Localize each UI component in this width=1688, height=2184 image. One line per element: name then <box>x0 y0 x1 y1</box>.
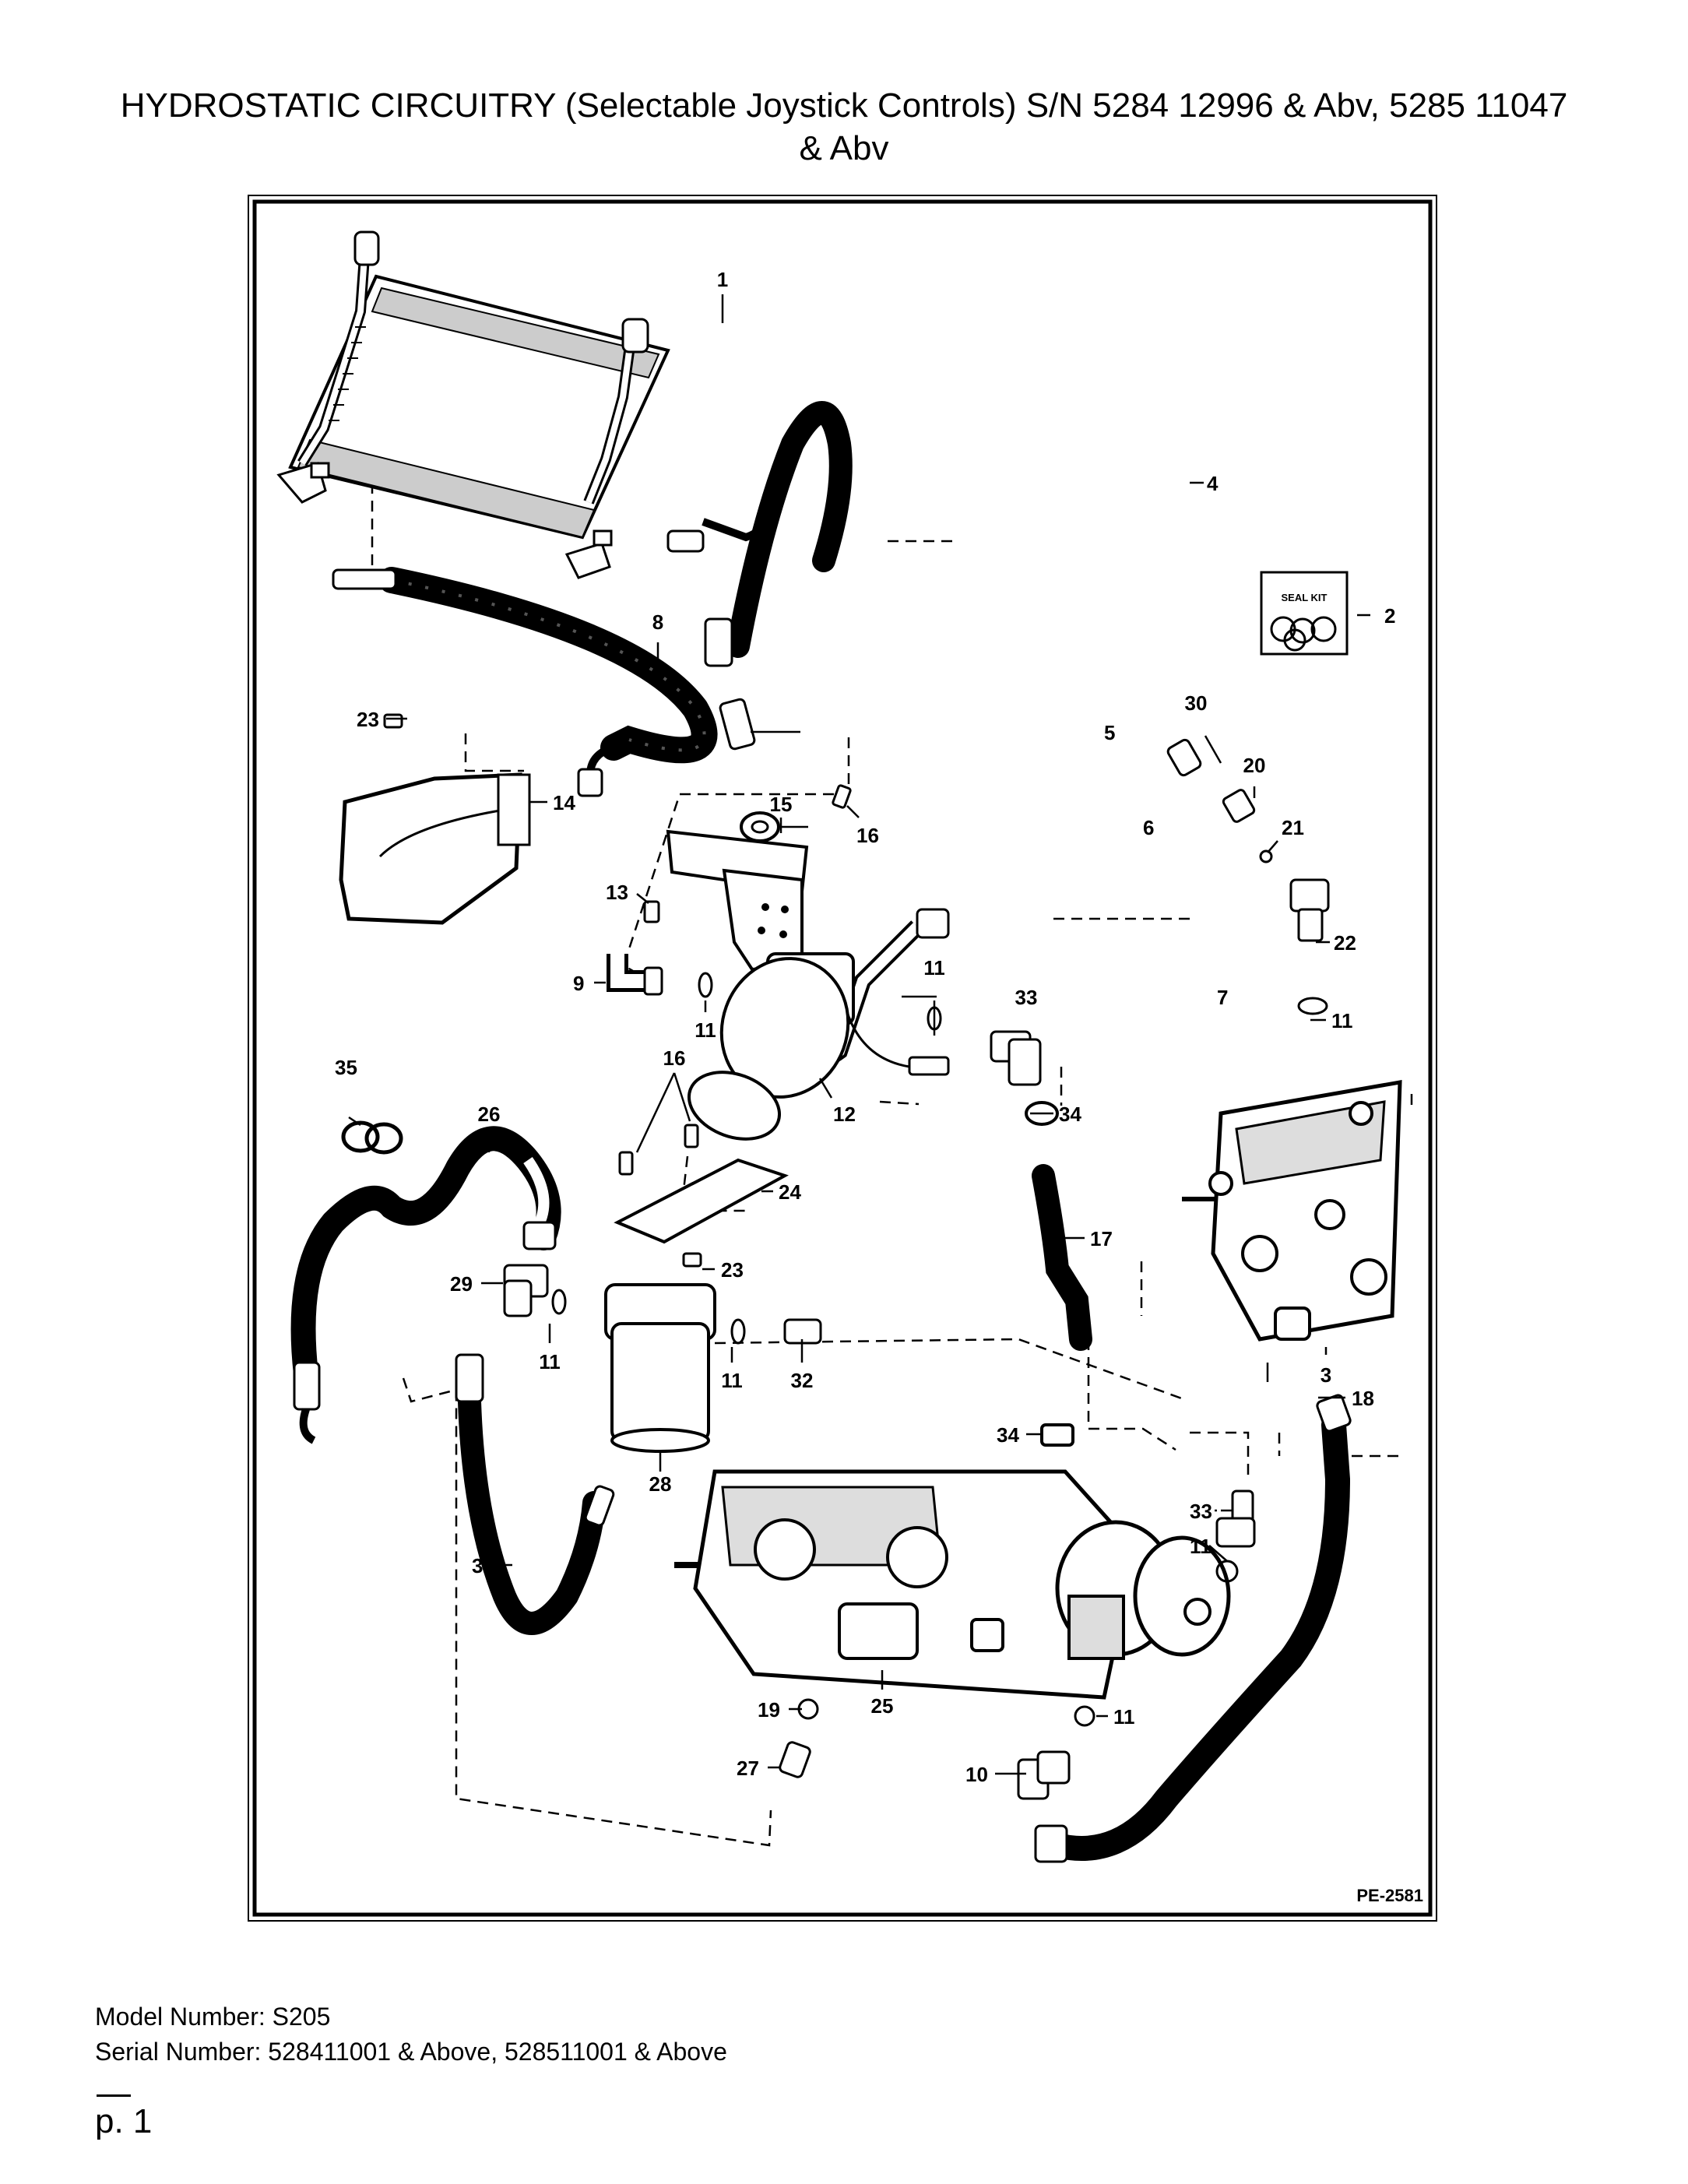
callout-8: 8 <box>652 610 663 634</box>
callout-20: 20 <box>1243 754 1266 777</box>
callout-11-g: 11 <box>1113 1705 1135 1729</box>
callout-22: 22 <box>1334 931 1356 955</box>
oil-cooler-part <box>276 230 670 579</box>
filter-part-28 <box>503 1264 822 1453</box>
callout-16-a: 16 <box>856 824 879 847</box>
callout-25: 25 <box>871 1694 894 1718</box>
callout-17: 17 <box>1090 1227 1113 1250</box>
callout-11-b: 11 <box>923 956 945 979</box>
callout-29: 29 <box>450 1272 473 1296</box>
callout-30: 30 <box>1185 691 1208 715</box>
callout-34-b: 34 <box>997 1423 1019 1447</box>
seal-kit-label: SEAL KIT <box>1282 592 1328 603</box>
page-number: p. 1 <box>95 2102 153 2140</box>
callout-21: 21 <box>1282 816 1304 839</box>
filter-part-12 <box>687 952 950 1141</box>
fittings-5-6 <box>719 698 780 842</box>
diagram-reference-code: PE-2581 <box>1356 1886 1423 1905</box>
callout-19: 19 <box>758 1698 780 1722</box>
callout-12: 12 <box>833 1103 856 1126</box>
footer: Model Number: S205 Serial Number: 528411… <box>95 1999 727 2070</box>
plate-part-24 <box>614 1124 789 1268</box>
callout-33-a: 33 <box>1015 986 1038 1009</box>
serial-number: Serial Number: 528411001 & Above, 528511… <box>95 2038 727 2066</box>
fittings-19-27 <box>779 1698 819 1778</box>
parts-diagram: SEAL KIT <box>248 195 1437 1922</box>
elbow-part-9 <box>607 954 713 998</box>
callout-35: 35 <box>335 1056 357 1079</box>
callout-9: 9 <box>573 972 584 995</box>
clamps-part-35 <box>341 1120 403 1155</box>
callout-13: 13 <box>606 881 628 904</box>
page-title: HYDROSTATIC CIRCUITRY (Selectable Joysti… <box>120 86 1568 167</box>
callout-23-a: 23 <box>357 708 379 731</box>
callout-labels: 1 2 3 4 5 6 7 8 9 10 11 11 11 11 11 11 1… <box>335 268 1395 1786</box>
callout-5: 5 <box>1104 721 1115 744</box>
callout-2: 2 <box>1384 604 1395 628</box>
callout-11-a: 11 <box>695 1018 716 1042</box>
callout-11-e: 11 <box>721 1369 743 1392</box>
hose-part-18 <box>1017 1394 1352 1863</box>
shield-part-14 <box>339 713 531 925</box>
hose-part-8 <box>332 567 718 797</box>
callout-32: 32 <box>791 1369 814 1392</box>
control-valve-part-3 <box>1182 1080 1402 1342</box>
callout-24: 24 <box>779 1180 801 1204</box>
fittings-20-22-30 <box>1166 738 1330 1015</box>
callout-11-f: 11 <box>1190 1535 1211 1558</box>
callout-28: 28 <box>649 1472 672 1496</box>
callout-10: 10 <box>965 1763 988 1786</box>
callout-31: 31 <box>472 1554 494 1577</box>
seal-kit-part: SEAL KIT <box>1260 571 1349 656</box>
bracket-part-15 <box>643 784 852 972</box>
callout-4: 4 <box>1207 472 1219 495</box>
callout-18: 18 <box>1352 1387 1374 1410</box>
connection-lines <box>371 483 1413 1847</box>
callout-15: 15 <box>770 793 793 816</box>
callout-16-b: 16 <box>663 1046 686 1070</box>
callout-27: 27 <box>737 1757 759 1780</box>
callout-14: 14 <box>553 791 575 814</box>
callout-11-c: 11 <box>1331 1009 1353 1032</box>
callout-7: 7 <box>1217 986 1228 1009</box>
callout-26: 26 <box>478 1103 501 1126</box>
callout-11-d: 11 <box>539 1350 561 1373</box>
callout-33-b: 33 <box>1190 1500 1212 1523</box>
callout-6: 6 <box>1143 816 1154 839</box>
callout-23-b: 23 <box>721 1258 744 1282</box>
fittings-33-right <box>1074 1489 1256 1727</box>
model-number: Model Number: S205 <box>95 2003 331 2031</box>
hose-part-31 <box>455 1353 615 1635</box>
callout-3: 3 <box>1321 1363 1331 1387</box>
leader-lines <box>348 294 1370 1775</box>
callout-34-a: 34 <box>1059 1103 1081 1126</box>
callout-1: 1 <box>717 268 728 291</box>
fittings-33-34-17 <box>990 1030 1092 1447</box>
hydrostatic-pump-part-25 <box>674 1469 1231 1700</box>
hose-part-4 <box>666 401 853 667</box>
footer-divider <box>97 2094 131 2097</box>
hose-part-26 <box>290 1126 561 1444</box>
